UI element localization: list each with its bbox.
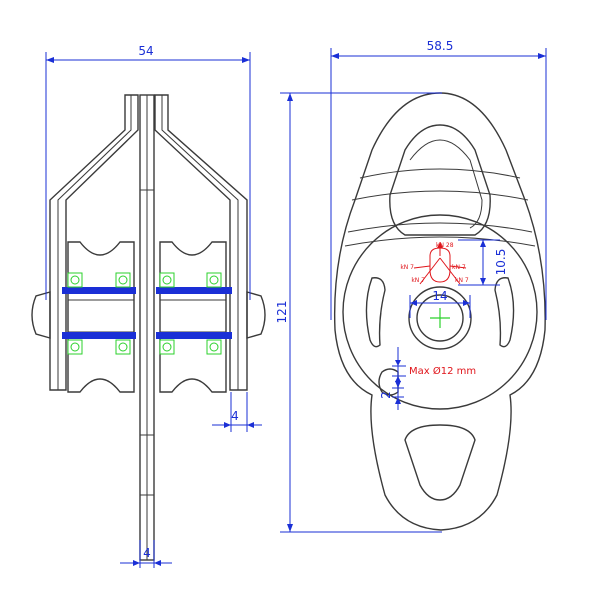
left-cheek-bend	[57, 95, 132, 390]
right-cheek-bend	[161, 95, 239, 390]
left-cheek-plate	[49, 94, 139, 391]
dimension-side-plate: 4	[212, 392, 262, 432]
lower-rope-pocket	[378, 368, 399, 396]
max-rope-callout: Max Ø12 mm	[392, 347, 476, 382]
plate-band-lower-2	[344, 236, 536, 247]
side-view: 54 4 4	[31, 44, 266, 568]
top-becket-slot	[389, 124, 491, 236]
plate-band-upper-2	[351, 190, 529, 201]
dimension-side-width: 54	[45, 44, 251, 300]
dim-label-54: 54	[138, 44, 153, 58]
side-plate-disc	[342, 214, 538, 410]
front-view: 58.5 121 10.5 14	[275, 39, 547, 533]
plate-band-lower	[347, 222, 533, 233]
right-cheek-plate	[154, 94, 248, 391]
dimension-gap: 2	[379, 375, 404, 410]
dim-label-center-plate: 4	[143, 546, 151, 560]
plate-band-upper	[359, 168, 521, 179]
top-becket-inner	[409, 139, 483, 229]
dimension-center-offset: 10.5	[458, 239, 508, 286]
dim-label-14: 14	[432, 289, 447, 303]
right-kidney-slot	[494, 277, 515, 348]
left-kidney-slot	[365, 277, 386, 348]
dim-label-58-5: 58.5	[427, 39, 454, 53]
center-hole-outer	[408, 286, 472, 350]
dimension-hole-diameter: 14	[409, 289, 471, 318]
dimension-center-plate: 4	[120, 540, 172, 568]
dim-label-2: 2	[379, 391, 393, 399]
upper-axle-right	[156, 287, 232, 294]
lower-axle-left	[62, 332, 136, 339]
lower-axle-right	[156, 332, 232, 339]
bearings	[67, 272, 222, 355]
left-axle-boss	[31, 291, 51, 339]
upper-axle-left	[62, 287, 136, 294]
right-axle-boss	[246, 291, 266, 339]
max-rope-label: Max Ø12 mm	[409, 365, 476, 377]
dimension-height: 121	[275, 92, 442, 533]
dim-label-side-plate: 4	[231, 409, 239, 423]
load-label-lower-left: kN 7	[411, 277, 425, 284]
right-sheave	[159, 241, 227, 393]
dim-label-10-5: 10.5	[494, 249, 508, 276]
bottom-attachment-eye	[404, 424, 476, 501]
dim-label-121: 121	[275, 301, 289, 324]
pulley-body-outline	[333, 92, 546, 531]
left-sheave	[67, 241, 135, 393]
load-label-lower-right: kN 7	[455, 277, 469, 284]
load-label-right: kN 7	[452, 264, 466, 271]
load-label-left: kN 7	[400, 264, 414, 271]
load-diagram: kN 28 kN 7 kN 7 kN 7 kN 7	[400, 242, 469, 285]
center-hole	[416, 294, 464, 342]
dimension-front-width: 58.5	[330, 39, 547, 320]
load-label-top: kN 28	[436, 242, 454, 249]
